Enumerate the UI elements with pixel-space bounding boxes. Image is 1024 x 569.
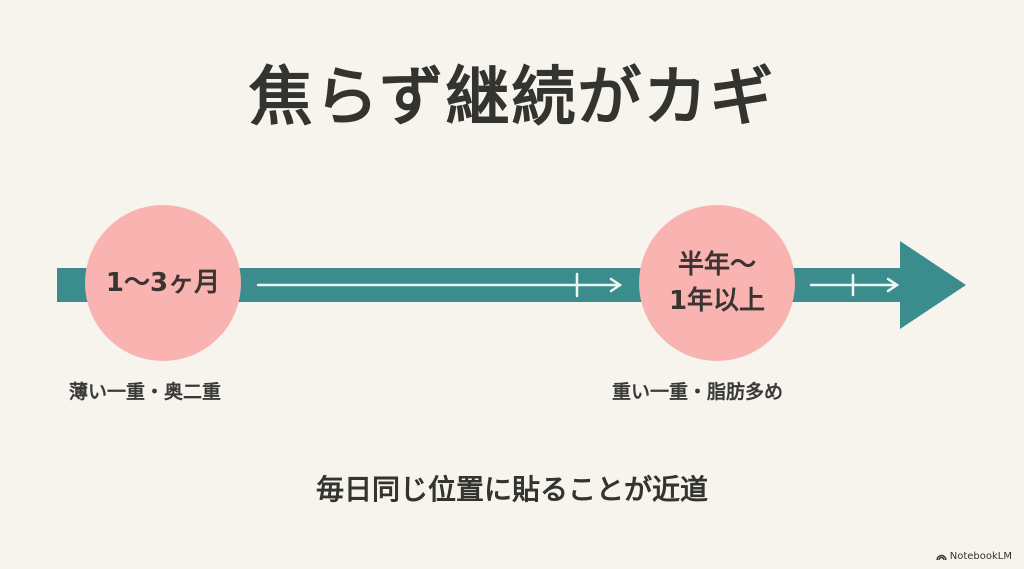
- milestone-label-2-line1: 半年〜: [677, 250, 756, 280]
- milestone-caption-1: 薄い一重・奥二重: [69, 381, 222, 403]
- progress-arrow-icon-2: [809, 273, 900, 297]
- milestone-circle-1: [85, 205, 241, 361]
- slide-title: 焦らず継続がカギ: [248, 61, 776, 135]
- milestone-label-2: 半年〜 1年以上: [639, 247, 795, 319]
- milestone-circle-2: [639, 205, 795, 361]
- progress-arrow-icon-1: [256, 272, 623, 298]
- milestone-label-1-text: 1〜3ヶ月: [105, 268, 221, 298]
- milestone-label-1: 1〜3ヶ月: [85, 265, 241, 301]
- milestone-label-2-line2: 1年以上: [668, 286, 766, 316]
- milestone-caption-2: 重い一重・脂肪多め: [612, 381, 784, 403]
- brand-watermark: NotebookLM: [936, 551, 1012, 562]
- notebooklm-logo-icon: [936, 554, 947, 561]
- key-message: 毎日同じ位置に貼ることが近道: [315, 473, 708, 506]
- brand-name: NotebookLM: [949, 551, 1012, 562]
